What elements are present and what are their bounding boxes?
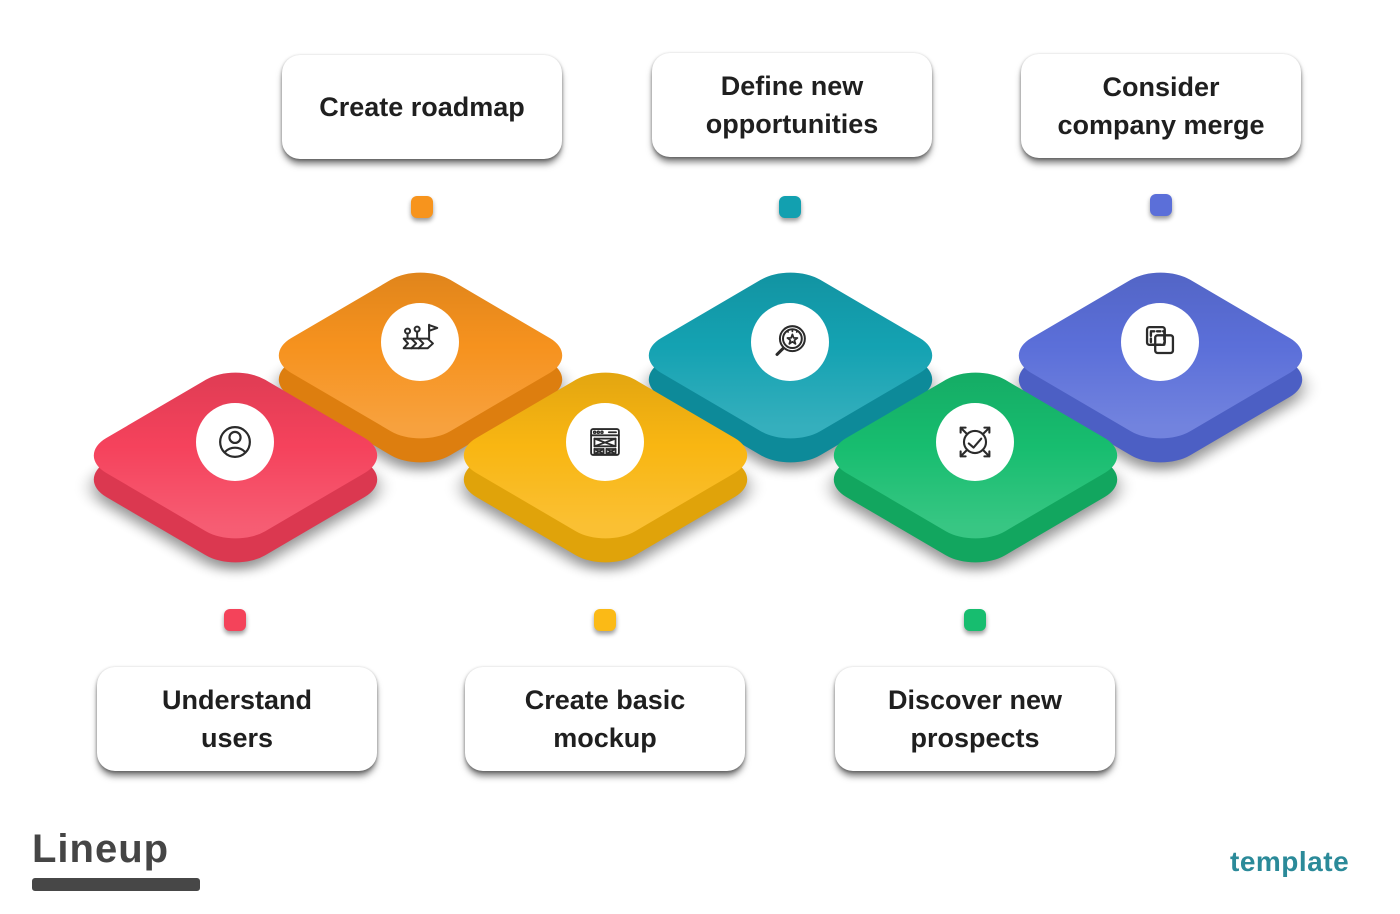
label-consider-company-merge: Consider company merge [1021, 54, 1301, 158]
label-text: Define new opportunities [705, 70, 879, 139]
connector-dot-discover-new-prospects [964, 609, 986, 631]
brand-logo-text: Lineup [32, 827, 170, 871]
label-text: Consider company merge [1057, 71, 1265, 140]
wireframe-icon [566, 403, 644, 481]
growth-target-icon [936, 403, 1014, 481]
connector-dot-define-new-opportunities [779, 196, 801, 218]
label-discover-new-prospects: Discover new prospects [835, 667, 1115, 771]
roadmap-icon [381, 303, 459, 381]
connector-dot-create-roadmap [411, 196, 433, 218]
brand-logo: Lineup [32, 828, 200, 891]
user-icon [196, 403, 274, 481]
watermark-text: template [1230, 846, 1350, 877]
label-create-roadmap: Create roadmap [282, 55, 562, 159]
connector-dot-understand-users [224, 609, 246, 631]
label-text: Discover new prospects [887, 684, 1063, 753]
connector-dot-consider-company-merge [1150, 194, 1172, 216]
merge-squares-icon [1121, 303, 1199, 381]
label-text: Understand users [161, 684, 313, 753]
label-define-new-opportunities: Define new opportunities [652, 53, 932, 157]
label-create-basic-mockup: Create basic mockup [465, 667, 745, 771]
brand-logo-underline [32, 878, 200, 891]
search-star-icon [751, 303, 829, 381]
label-text: Create basic mockup [524, 684, 686, 753]
label-text: Create roadmap [319, 91, 525, 122]
connector-dot-create-basic-mockup [594, 609, 616, 631]
label-understand-users: Understand users [97, 667, 377, 771]
